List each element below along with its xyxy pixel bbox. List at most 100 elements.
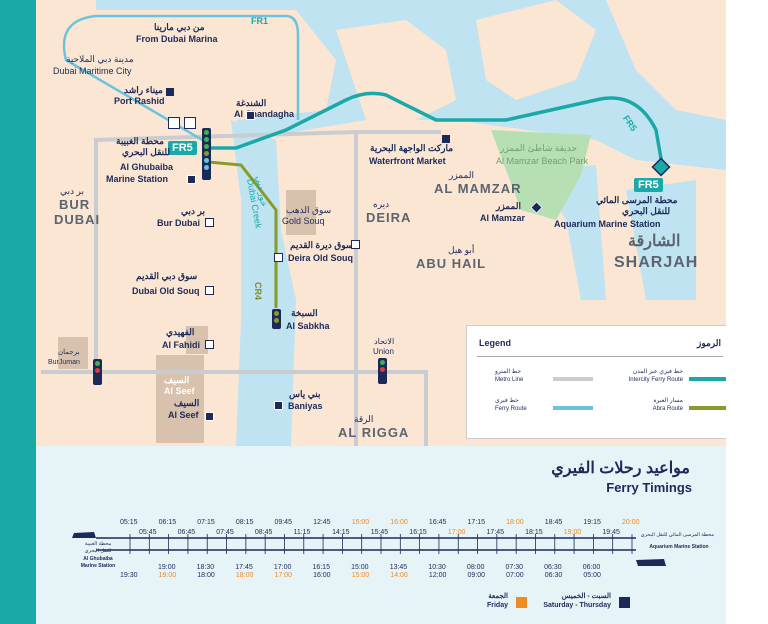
aquarium-diamond xyxy=(651,157,671,177)
old-souq-ar: سوق دبي القديم xyxy=(136,271,198,281)
old-souq-en: Dubai Old Souq xyxy=(132,286,200,296)
ghubaiba-stop-marker[interactable] xyxy=(187,175,196,184)
abu-hail-ar: أبو هيل xyxy=(448,245,475,255)
shandagha-stop-marker[interactable] xyxy=(246,111,255,120)
top-row-1-time: 18:45 xyxy=(544,519,563,526)
top-row-1-time: 08:15 xyxy=(235,519,254,526)
water-creek xyxy=(231,120,296,446)
map-legend: Legend الرموز خط فيري عبر المدن Intercit… xyxy=(466,325,726,439)
aquarium-en: Aquarium Marine Station xyxy=(554,219,661,229)
waterfront-stop xyxy=(442,135,450,143)
bus-icon xyxy=(168,117,180,129)
bottom-row-1-time: 18:30 xyxy=(196,564,215,571)
left-accent-strip xyxy=(0,0,36,624)
land-north-island xyxy=(336,20,456,120)
shandagha-ar: الشندغة xyxy=(236,98,267,108)
bur-dubai-stop-en: Bur Dubai xyxy=(157,218,201,228)
bottom-row-1-time: 17:45 xyxy=(235,564,253,571)
bottom-row-2-time: 12:00 xyxy=(428,572,447,579)
bottom-row-2-time: 19:00 xyxy=(158,572,177,579)
burjuman-en: BurJuman xyxy=(48,359,80,366)
weekday-key-swatch xyxy=(619,597,630,608)
legend-ferry-ar: خط فيري xyxy=(495,398,519,404)
maritime-en: Dubai Maritime City xyxy=(53,66,132,76)
top-row-1-time: 06:15 xyxy=(158,519,177,526)
deira-old-souq-en: Deira Old Souq xyxy=(288,253,354,263)
bottom-row-2-time: 14:00 xyxy=(390,572,408,579)
gold-souq-ar: سوق الذهب xyxy=(286,205,332,215)
left-station-ar-1: محطة الغبيبة xyxy=(84,541,112,547)
bottom-row-2-time: 19:30 xyxy=(120,572,138,579)
top-row-1-time: 20:00 xyxy=(622,519,640,526)
friday-key-swatch xyxy=(516,597,527,608)
fr5-route xyxy=(208,91,665,171)
burjuman-ar: برجمان xyxy=(58,349,80,356)
bur-dubai-stop-marker[interactable] xyxy=(205,218,214,227)
bottom-row-1-time: 06:00 xyxy=(582,564,601,571)
bur-dubai-area-en-2: DUBAI xyxy=(54,212,101,227)
top-row-1-time: 18:00 xyxy=(506,519,524,526)
legend-metro-ar: خط المترو xyxy=(495,369,522,375)
al-seef-area-en: Al Seef xyxy=(164,386,195,396)
bottom-row-2-time: 15:00 xyxy=(351,572,370,579)
legend-divider xyxy=(477,356,723,357)
ghubaiba-ar-1: محطة الغبيبة xyxy=(116,136,164,146)
legend-metro-swatch xyxy=(553,377,593,381)
old-souq-stop-marker[interactable] xyxy=(205,286,214,295)
port-rashid-en: Port Rashid xyxy=(114,96,165,106)
legend-title-en: Legend xyxy=(479,338,512,348)
bottom-row-1-time: 10:30 xyxy=(428,564,446,571)
top-row-1-time: 05:15 xyxy=(120,519,138,526)
deira-area-en: DEIRA xyxy=(366,210,412,225)
right-station-en: Aquarium Marine Station xyxy=(649,544,709,550)
bottom-row-1-time: 08:00 xyxy=(466,564,485,571)
legend-abra-swatch xyxy=(689,406,726,410)
legend-intercity-en: Intercity Ferry Route xyxy=(628,377,683,383)
metro-line-east xyxy=(41,370,428,446)
baniyas-stop-marker[interactable] xyxy=(274,401,283,410)
right-ferry-icon xyxy=(636,559,666,566)
port-rashid-ar: ميناء راشد xyxy=(124,85,163,95)
union-metro-signal xyxy=(378,358,387,384)
land-north-island-2 xyxy=(476,0,596,100)
burjuman-metro-signal xyxy=(93,359,102,385)
legend-abra-ar: مسار العبرة xyxy=(653,398,683,404)
timings-title-en: Ferry Timings xyxy=(606,480,692,495)
left-ferry-icon xyxy=(72,532,96,538)
land-north-east xyxy=(606,0,726,120)
sharjah-en: SHARJAH xyxy=(614,254,699,271)
rigga-ar: الرقة xyxy=(354,414,374,424)
weekday-key-en: Saturday - Thursday xyxy=(543,602,611,609)
union-en: Union xyxy=(373,347,394,356)
friday-key-en: Friday xyxy=(486,602,508,609)
mamzar-park-ar: حديقة شاطئ الممزر xyxy=(500,143,578,153)
water-sharjah-lagoon xyxy=(626,180,696,300)
al-seef-block xyxy=(156,355,204,443)
legend-title-ar: الرموز xyxy=(696,338,721,348)
shandagha-en: Al Shandagha xyxy=(234,109,295,119)
deira-old-souq-stop-marker[interactable] xyxy=(274,253,283,262)
top-row-1-time: 16:45 xyxy=(428,519,447,526)
deira-area-ar: ديره xyxy=(373,199,390,209)
top-row-2-time: 15:45 xyxy=(370,529,389,536)
bottom-row-2-time: 17:00 xyxy=(274,572,292,579)
ghubaiba-en-1: Al Ghubaiba xyxy=(120,162,174,172)
timeline-ticks xyxy=(129,534,633,554)
bottom-row-1-time: 13:45 xyxy=(389,564,408,571)
al-seef-ar: السيف xyxy=(174,398,200,408)
bur-dubai-stop-ar: بر دبي xyxy=(181,206,205,216)
legend-intercity-swatch xyxy=(689,377,726,381)
ghubaiba-ar-2: للنقل البحري xyxy=(122,147,171,157)
bottom-row-1-time: 17:00 xyxy=(273,564,292,571)
top-row-1-time: 12:45 xyxy=(313,519,331,526)
mamzar-park-en: Al Mamzar Beach Park xyxy=(496,156,589,166)
deira-metro-stop[interactable] xyxy=(351,240,360,249)
top-row-2-time: 18:15 xyxy=(525,529,543,536)
al-seef-stop-marker[interactable] xyxy=(205,412,214,421)
fahidi-stop-marker[interactable] xyxy=(205,340,214,349)
aquarium-ar-1: محطة المرسى المائي xyxy=(596,195,678,205)
al-seef-en: Al Seef xyxy=(168,410,199,420)
left-station-en-2: Marine Station xyxy=(80,563,116,569)
gold-souq-block xyxy=(286,190,316,235)
waterfront-ar: ماركت الواجهة البحرية xyxy=(370,143,454,153)
